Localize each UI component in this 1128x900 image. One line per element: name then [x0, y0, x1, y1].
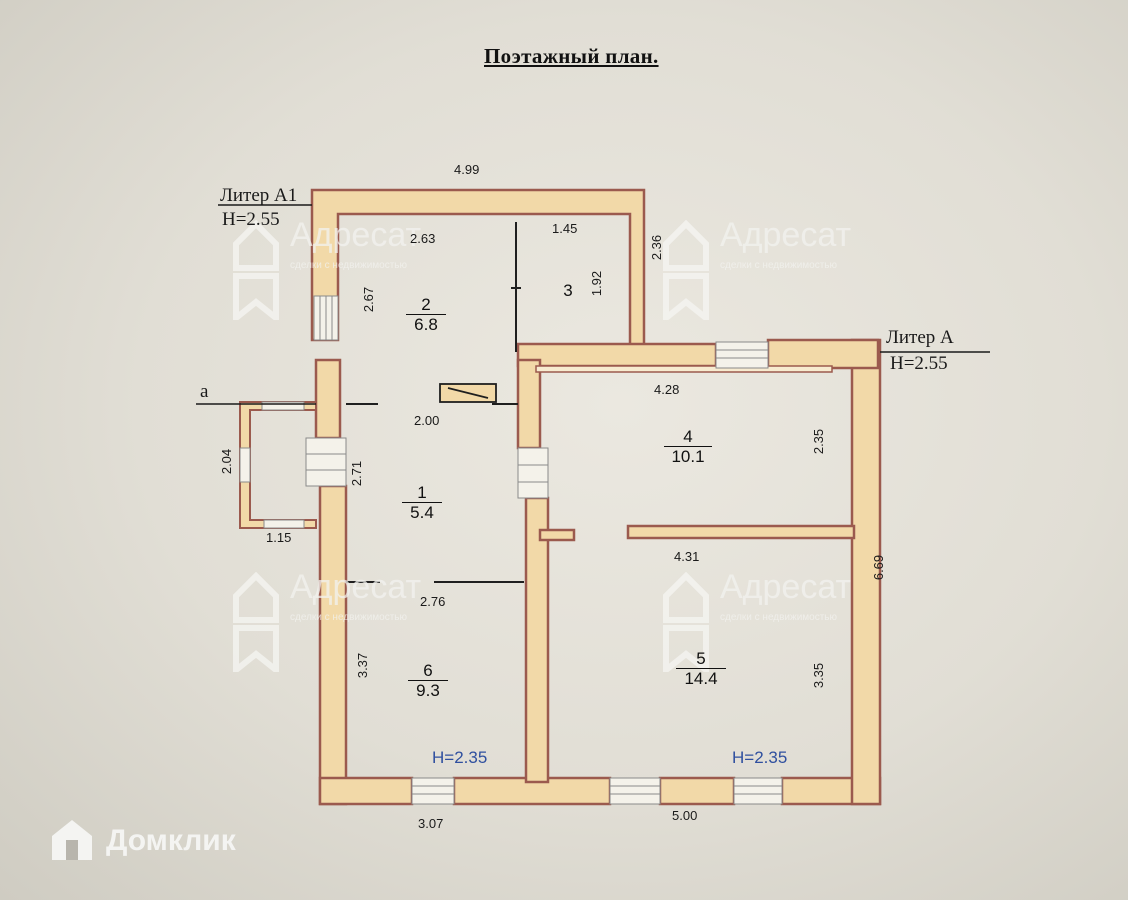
wall-middle-upper: [516, 358, 542, 450]
room-number: 1: [417, 483, 427, 502]
porch-wall: [239, 401, 317, 529]
wall-stub: [538, 528, 576, 542]
watermark-subtitle: сделки с недвижимостью: [720, 612, 838, 623]
wall-bottom-a: [318, 776, 414, 806]
house-logo-icon: [663, 572, 709, 672]
dim-top-overall: 4.99: [454, 162, 480, 177]
watermark-subtitle: сделки с недвижимостью: [290, 612, 408, 623]
window-bottom-right: [733, 777, 783, 805]
dim-r1-width: 2.00: [414, 413, 440, 428]
room-area: 5.4: [402, 502, 442, 522]
room-area: 14.4: [676, 668, 726, 688]
domclick-logo-icon: [52, 820, 92, 860]
dim-r1-height: 2.71: [349, 460, 365, 487]
liter-a-name: Литер А: [886, 327, 954, 348]
watermark-subtitle: сделки с недвижимостью: [720, 260, 838, 271]
wall-a1-left-lower: [314, 358, 342, 440]
door-middle: [517, 447, 549, 499]
liter-a1-name: Литер А1: [220, 185, 298, 206]
wall-4-5: [626, 524, 856, 540]
room-number: 5: [696, 649, 706, 668]
dim-r5-height: 3.35: [811, 662, 827, 689]
wall-bottom-c: [658, 776, 736, 806]
room-area: 10.1: [664, 446, 712, 466]
window-a-top: [715, 341, 769, 369]
watermark-name: Адресат: [720, 216, 852, 254]
inner-a-top: [535, 365, 833, 373]
dim-r2-height: 2.67: [361, 286, 377, 313]
door-entrance: [305, 437, 347, 487]
room-2-label: 2 6.8: [406, 296, 446, 334]
entrance-mark: а: [200, 381, 209, 402]
dim-porch-height: 2.04: [219, 448, 235, 475]
domclick-name: Домклик: [106, 824, 236, 857]
dim-r3-width: 1.45: [552, 221, 578, 236]
wall-a-top-right: [766, 338, 880, 370]
room-area: 6.8: [406, 314, 446, 334]
dim-bottom-left: 3.07: [418, 816, 444, 831]
dim-porch-width: 1.15: [266, 530, 292, 545]
watermark-name: Адресат: [290, 568, 422, 606]
room-3-label: 3: [556, 282, 580, 300]
house-logo-icon: [233, 572, 279, 672]
window-bottom-mid: [609, 777, 661, 805]
room-number: 2: [421, 295, 431, 314]
house-logo-icon: [233, 220, 279, 320]
room-6-label: 6 9.3: [408, 662, 448, 700]
ceiling-height-room-5: Н=2.35: [732, 748, 788, 767]
house-logo-icon: [663, 220, 709, 320]
dim-r3-height: 1.92: [589, 270, 605, 297]
room-area: 9.3: [408, 680, 448, 700]
dim-r5-width: 4.31: [674, 549, 700, 564]
window-bottom-left: [411, 777, 455, 805]
watermark-subtitle: сделки с недвижимостью: [290, 260, 408, 271]
dim-r6-height: 3.37: [355, 652, 371, 679]
page-title: Поэтажный план.: [484, 44, 659, 68]
room-number: 4: [683, 427, 693, 446]
ceiling-height-room-6: Н=2.35: [432, 748, 488, 767]
dim-right-overall: 6.69: [871, 554, 887, 581]
room-number: 6: [423, 661, 433, 680]
wall-left-main: [318, 484, 348, 806]
dim-r4-width: 4.28: [654, 382, 680, 397]
watermark-name: Адресат: [720, 568, 852, 606]
dim-bottom-right: 5.00: [672, 808, 698, 823]
room-1-label: 1 5.4: [402, 484, 442, 522]
liter-a1-height: Н=2.55: [222, 209, 280, 230]
dim-r4-height: 2.35: [811, 428, 827, 455]
wall-a-top-left: [516, 342, 718, 368]
liter-a-height: Н=2.55: [890, 353, 948, 374]
room-4-label: 4 10.1: [664, 428, 712, 466]
dim-wall-236: 2.36: [649, 234, 665, 261]
dim-r2-width: 2.63: [410, 231, 436, 246]
dim-r6-width: 2.76: [420, 594, 446, 609]
room-number: 3: [563, 281, 573, 300]
room-5-label: 5 14.4: [676, 650, 726, 688]
watermark-name: Адресат: [290, 216, 422, 254]
